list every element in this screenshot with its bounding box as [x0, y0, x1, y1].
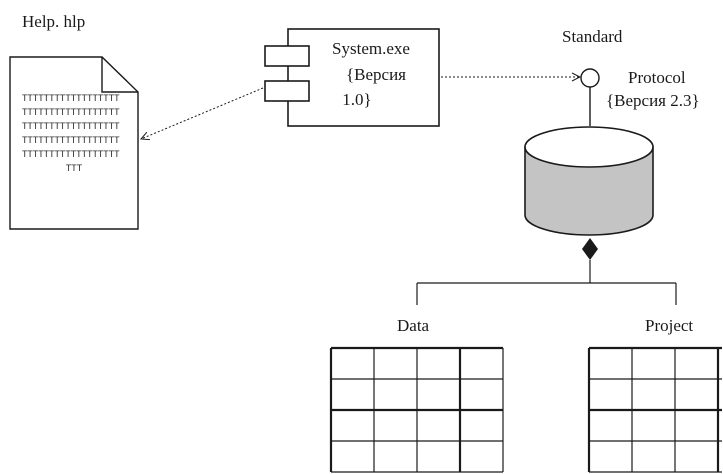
- interface-circle-icon: [580, 68, 600, 88]
- component-name: System.exe: [332, 39, 410, 58]
- dependency-to-help-arrow: [141, 87, 264, 139]
- help-document-line: TTT: [66, 164, 83, 174]
- table-data-label: Data: [397, 316, 430, 335]
- database-body: [524, 146, 654, 236]
- system-exe-component: System.exe {Версия 1.0}: [264, 28, 440, 127]
- table-project-label: Project: [645, 316, 693, 335]
- component-version-line2: 1.0}: [342, 90, 371, 109]
- component-port-bottom: [264, 80, 310, 102]
- interface-label-protocol: Protocol: [628, 68, 686, 87]
- database-top: [524, 126, 654, 168]
- help-document-text-lines: TTTTTTTTTTTTTTTTTTTTTTTTTTTTTTTTTTTTTTTT…: [22, 94, 120, 174]
- composition-diamond-icon: [582, 238, 598, 260]
- help-document-line: TTTTTTTTTTTTTTTTTT: [22, 122, 120, 132]
- component-version-line1: {Версия: [346, 65, 406, 84]
- interface-label-standard: Standard: [562, 27, 623, 46]
- help-document-line: TTTTTTTTTTTTTTTTTT: [22, 136, 120, 146]
- table-data-grid: [329, 346, 504, 473]
- help-document-line: TTTTTTTTTTTTTTTTTT: [22, 150, 120, 160]
- table-project-grid: [587, 346, 722, 473]
- help-file-label: Help. hlp: [22, 12, 85, 31]
- component-port-top: [264, 45, 310, 67]
- help-document-icon: TTTTTTTTTTTTTTTTTTTTTTTTTTTTTTTTTTTTTTTT…: [9, 56, 139, 230]
- help-document-line: TTTTTTTTTTTTTTTTTT: [22, 108, 120, 118]
- help-document-line: TTTTTTTTTTTTTTTTTT: [22, 94, 120, 104]
- database-cylinder-icon: [524, 126, 654, 236]
- interface-version: {Версия 2.3}: [606, 91, 700, 110]
